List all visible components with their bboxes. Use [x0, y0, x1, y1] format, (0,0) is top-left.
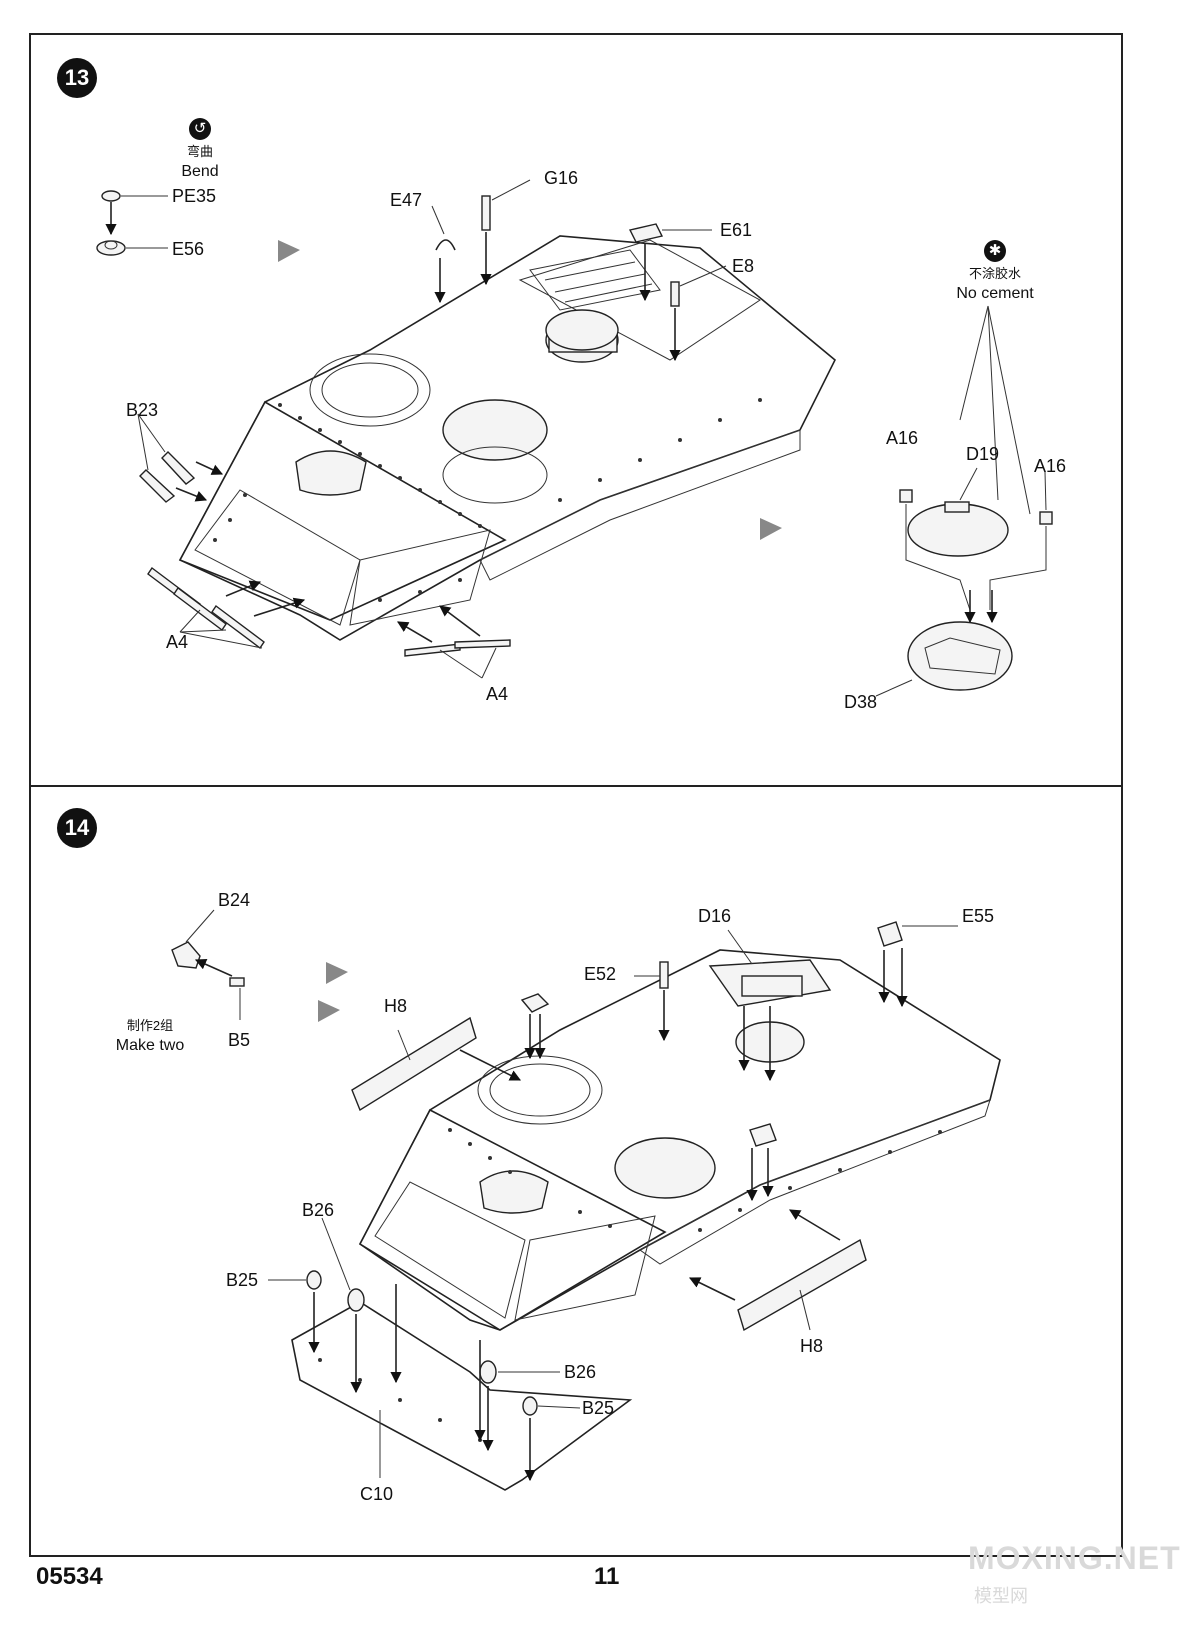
driver-periscope: [295, 450, 367, 496]
page-number: 11: [594, 1563, 620, 1590]
hull-front-glacis: [178, 400, 507, 621]
label-e8: E8: [732, 256, 755, 276]
part-e61: [628, 223, 664, 243]
watermark-subtext: 模型网: [974, 1586, 1028, 1606]
make-two-english: Make two: [115, 1037, 185, 1054]
part-e56: [96, 240, 126, 256]
no-cement-icon: ✱: [984, 240, 1006, 262]
label-d38: D38: [844, 692, 878, 712]
part-c10: [291, 1301, 633, 1491]
no-cement-english: No cement: [956, 285, 1034, 302]
part-e52: [659, 961, 669, 989]
part-b26-bottom: [479, 1360, 497, 1384]
step-13-hull-drawing: [178, 235, 836, 641]
label-b23: B23: [126, 400, 159, 420]
part-b25-top: [306, 1270, 322, 1290]
part-a16-left: [899, 489, 913, 503]
part-b24: [171, 941, 201, 969]
part-e8: [670, 281, 680, 307]
label-b25-top: B25: [226, 1270, 259, 1290]
label-b26-bottom: B26: [564, 1362, 597, 1382]
hatch-cover-14: [614, 1137, 716, 1199]
part-h8-right: [737, 1238, 867, 1332]
part-g16: [481, 195, 491, 231]
step-14-panel: [29, 787, 1123, 1557]
label-a16-left: A16: [886, 428, 919, 448]
part-b26-top: [347, 1288, 365, 1312]
label-b26-top: B26: [302, 1200, 335, 1220]
label-e47: E47: [390, 190, 423, 210]
part-e47: [435, 239, 456, 251]
label-h8-right: H8: [800, 1336, 824, 1356]
front-window-right: [349, 529, 491, 626]
rivets-14: [318, 1128, 942, 1442]
step-14-badge: 14: [57, 808, 97, 848]
part-a4-right: [404, 643, 461, 657]
label-b5: B5: [228, 1030, 251, 1050]
label-a4-right: A4: [486, 684, 509, 704]
step-13-parts: [96, 179, 1053, 697]
label-e52: E52: [584, 964, 617, 984]
label-e56: E56: [172, 239, 205, 259]
part-e55: [877, 921, 903, 947]
part-b25-bottom: [522, 1396, 538, 1416]
no-cement-chinese: 不涂胶水: [968, 266, 1021, 281]
label-e61: E61: [720, 220, 753, 240]
label-b24: B24: [218, 890, 251, 910]
label-a4-left: A4: [166, 632, 189, 652]
hatch-cover-center: [442, 399, 548, 461]
part-h8-left: [351, 1016, 477, 1112]
hatch-ring-center: [442, 446, 548, 504]
part-b23: [161, 451, 196, 485]
make-two-note: 制作2组 Make two: [110, 1016, 190, 1056]
step-14-parts: [171, 909, 958, 1482]
label-c10: C10: [360, 1484, 394, 1504]
part-pe35: [101, 190, 121, 202]
direction-marker: [278, 240, 300, 262]
label-pe35: PE35: [172, 186, 217, 206]
label-h8-left: H8: [384, 996, 408, 1016]
hull-rivets: [213, 398, 762, 602]
bend-note-english: Bend: [181, 163, 219, 180]
label-d19: D19: [966, 444, 1000, 464]
label-e55: E55: [962, 906, 995, 926]
engine-grille: [529, 249, 661, 311]
bend-note-chinese: 弯曲: [186, 144, 213, 159]
kit-code: 05534: [36, 1563, 103, 1590]
watermark-text: MOXING.NET: [968, 1540, 1181, 1576]
bend-icon: ↺: [189, 118, 211, 140]
part-b5: [229, 977, 245, 987]
rear-deck: [518, 239, 761, 361]
part-mount-small: [520, 993, 550, 1013]
label-a16-right: A16: [1034, 456, 1067, 476]
bend-note: ↺ 弯曲 Bend: [170, 118, 230, 182]
part-d38: [907, 621, 1013, 691]
part-a16-right: [1039, 511, 1053, 525]
step-13-panel: [29, 33, 1123, 787]
label-g16: G16: [544, 168, 579, 188]
no-cement-note: ✱ 不涂胶水 No cement: [950, 240, 1040, 304]
step-13-badge: 13: [57, 58, 97, 98]
step-14-hull-drawing: [291, 949, 1001, 1491]
label-d16: D16: [698, 906, 732, 926]
hatch-ring-left: [309, 353, 431, 427]
label-b25-bottom: B25: [582, 1398, 615, 1418]
make-two-chinese: 制作2组: [126, 1018, 174, 1033]
